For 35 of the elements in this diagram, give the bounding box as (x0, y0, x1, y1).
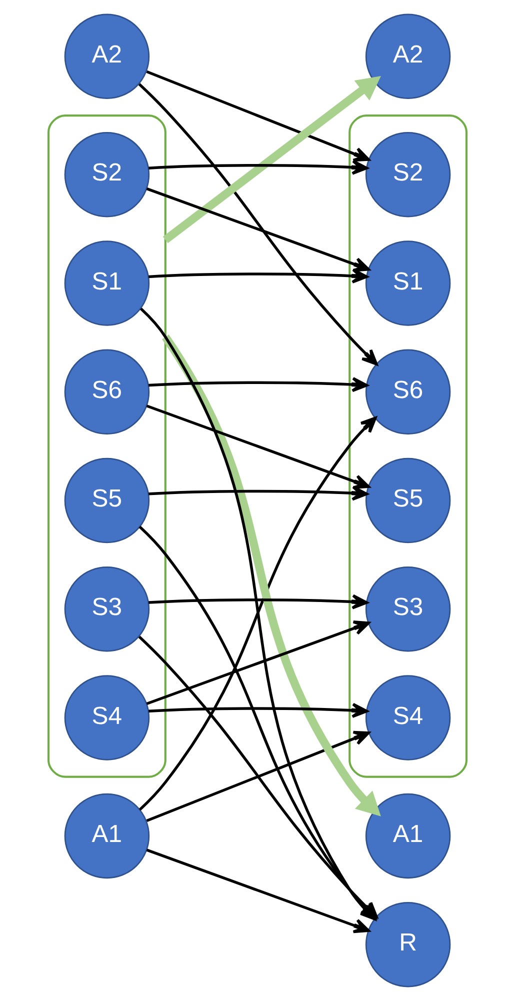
node-circle: S4 (64, 674, 150, 760)
arrow (146, 620, 370, 705)
node-circle: A1 (64, 792, 150, 878)
arrow (148, 594, 368, 609)
node-circle: A2 (64, 13, 150, 99)
arrow (161, 334, 380, 816)
arrow (148, 702, 368, 718)
node-circle: R (364, 901, 450, 987)
node-circle: S2 (64, 132, 150, 217)
arrow (148, 485, 368, 500)
node-circle: A2 (364, 13, 450, 99)
arrow (146, 848, 370, 933)
node-circle: S3 (64, 566, 150, 652)
node-circle: S5 (64, 457, 150, 543)
cluster (348, 114, 467, 778)
node-circle: S1 (64, 240, 150, 326)
arrow (146, 404, 370, 489)
node-circle: S1 (364, 240, 450, 326)
node-circle: S4 (364, 674, 450, 760)
node-circle: S2 (364, 132, 450, 217)
node-circle: S3 (364, 566, 450, 652)
node-circle: A1 (364, 792, 450, 878)
arrow (148, 159, 368, 174)
node-circle: S6 (64, 348, 150, 434)
arrow (146, 70, 370, 162)
arrow (146, 186, 370, 272)
cluster (47, 114, 166, 778)
arrow (148, 376, 368, 392)
arrow (138, 82, 378, 365)
node-circle: S5 (364, 457, 450, 543)
arrow (162, 75, 380, 243)
node-circle: S6 (364, 348, 450, 434)
arrow (138, 416, 376, 810)
arrow (148, 268, 368, 283)
arrow (146, 730, 370, 822)
